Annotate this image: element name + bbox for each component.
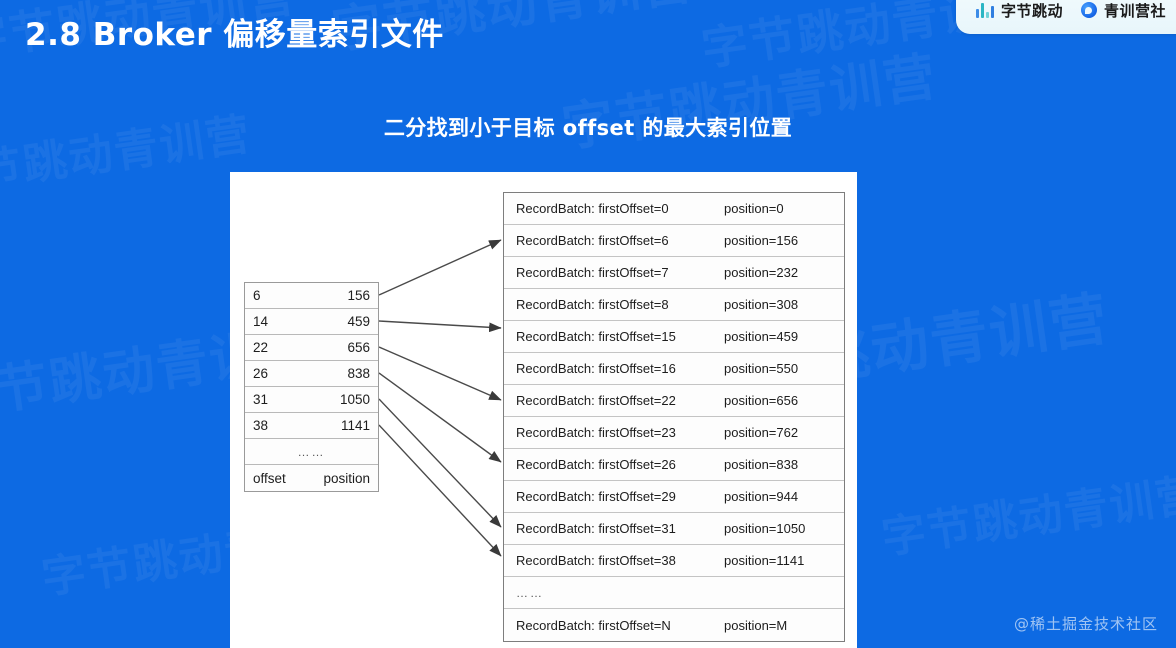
log-batch-label: RecordBatch: firstOffset=15 (516, 329, 676, 344)
log-position-label: position=459 (724, 329, 799, 344)
log-table-row: RecordBatch: firstOffset=23 position=762 (504, 417, 844, 449)
log-position-label: position=308 (724, 297, 799, 312)
index-table-row: 26 838 (245, 361, 378, 387)
qingxunying-label: 青训营社 (1103, 1, 1166, 20)
index-position-value: 1141 (340, 418, 370, 433)
index-table-row: 14 459 (245, 309, 378, 335)
log-batch-label: RecordBatch: firstOffset=16 (516, 361, 676, 376)
log-table-row: RecordBatch: firstOffset=31 position=105… (504, 513, 844, 545)
corner-watermark: @稀土掘金技术社区 (1013, 615, 1158, 633)
log-position-label: position=944 (724, 489, 799, 504)
log-position-label: position=550 (724, 361, 799, 376)
diagram-canvas: 6 156 14 459 22 656 26 838 31 1050 38 11… (230, 172, 857, 648)
arrow-offset-22 (378, 346, 502, 401)
log-batch-label: RecordBatch: firstOffset=8 (516, 297, 669, 312)
log-table-row: RecordBatch: firstOffset=N position=M (504, 609, 844, 641)
log-batch-label: RecordBatch: firstOffset=23 (516, 425, 676, 440)
log-position-label: position=232 (724, 265, 799, 280)
log-table-row: RecordBatch: firstOffset=8 position=308 (504, 289, 844, 321)
index-offset-value: 26 (253, 366, 269, 381)
log-position-label: position=1141 (724, 553, 805, 568)
arrow-offset-38 (378, 424, 502, 557)
index-table-row: 38 1141 (245, 413, 378, 439)
bytedance-label: 字节跳动 (1000, 1, 1063, 20)
index-table-ellipsis-row: …… (245, 439, 378, 465)
log-position-label: position=762 (724, 425, 799, 440)
log-batch-label: RecordBatch: firstOffset=0 (516, 201, 669, 216)
index-offset-value: 31 (253, 392, 269, 407)
index-position-value: 156 (347, 288, 370, 303)
background-watermark: 字节跳动青训营 (878, 468, 1176, 565)
index-position-value: 1050 (339, 392, 370, 407)
log-batch-label: RecordBatch: firstOffset=38 (516, 553, 676, 568)
log-batch-label: RecordBatch: firstOffset=7 (516, 265, 669, 280)
log-table-row: RecordBatch: firstOffset=38 position=114… (504, 545, 844, 577)
index-table-row: 31 1050 (245, 387, 378, 413)
index-offset-value: 22 (253, 340, 269, 355)
log-table: RecordBatch: firstOffset=0 position=0 Re… (503, 192, 845, 642)
index-position-value: 838 (347, 366, 370, 381)
bytedance-brand: 字节跳动 (975, 0, 1063, 21)
log-position-label: position=0 (724, 201, 784, 216)
circle-logo-icon (1080, 2, 1097, 18)
index-position-value: 656 (347, 340, 370, 355)
log-table-ellipsis-row: …… (504, 577, 844, 609)
index-offset-value: 14 (253, 314, 269, 329)
log-batch-label: RecordBatch: firstOffset=N (516, 617, 671, 633)
log-table-row: RecordBatch: firstOffset=26 position=838 (504, 449, 844, 481)
arrow-offset-6 (378, 239, 502, 296)
log-batch-label: RecordBatch: firstOffset=29 (516, 489, 676, 504)
log-table-row: RecordBatch: firstOffset=7 position=232 (504, 257, 844, 289)
log-table-row: RecordBatch: firstOffset=22 position=656 (504, 385, 844, 417)
index-table: 6 156 14 459 22 656 26 838 31 1050 38 11… (244, 282, 379, 492)
log-batch-label: RecordBatch: firstOffset=26 (516, 457, 676, 472)
index-offset-value: 38 (253, 418, 269, 433)
index-header-position: position (323, 470, 370, 486)
arrow-offset-26 (378, 372, 502, 463)
log-batch-label: RecordBatch: firstOffset=22 (516, 393, 676, 408)
log-batch-label: RecordBatch: firstOffset=31 (516, 521, 676, 536)
brand-badge: 字节跳动 青训营社 (955, 0, 1176, 34)
log-table-row: RecordBatch: firstOffset=6 position=156 (504, 225, 844, 257)
log-position-label: position=156 (724, 233, 799, 248)
log-position-label: position=M (724, 617, 788, 633)
log-batch-label: RecordBatch: firstOffset=6 (516, 233, 669, 248)
log-table-row: RecordBatch: firstOffset=16 position=550 (504, 353, 844, 385)
page-title: 2.8 Broker 偏移量索引文件 (25, 17, 444, 53)
index-header-offset: offset (253, 470, 286, 486)
index-position-value: 459 (347, 314, 370, 329)
arrow-offset-31 (378, 398, 502, 528)
log-position-label: position=1050 (724, 521, 806, 536)
log-table-row: RecordBatch: firstOffset=29 position=944 (504, 481, 844, 513)
qingxunying-brand: 青训营社 (1080, 0, 1166, 21)
index-table-row: 22 656 (245, 335, 378, 361)
index-table-row: 6 156 (245, 283, 378, 309)
bar-chart-icon (975, 2, 994, 18)
log-position-label: position=656 (724, 393, 799, 408)
arrow-offset-14 (378, 320, 502, 333)
page-subtitle: 二分找到小于目标 offset 的最大索引位置 (383, 116, 793, 140)
log-ellipsis-label: …… (516, 585, 544, 600)
log-table-row: RecordBatch: firstOffset=15 position=459 (504, 321, 844, 353)
index-offset-value: 6 (253, 288, 261, 303)
log-table-row: RecordBatch: firstOffset=0 position=0 (504, 193, 844, 225)
index-table-header-row: offset position (245, 465, 378, 491)
log-position-label: position=838 (724, 457, 799, 472)
